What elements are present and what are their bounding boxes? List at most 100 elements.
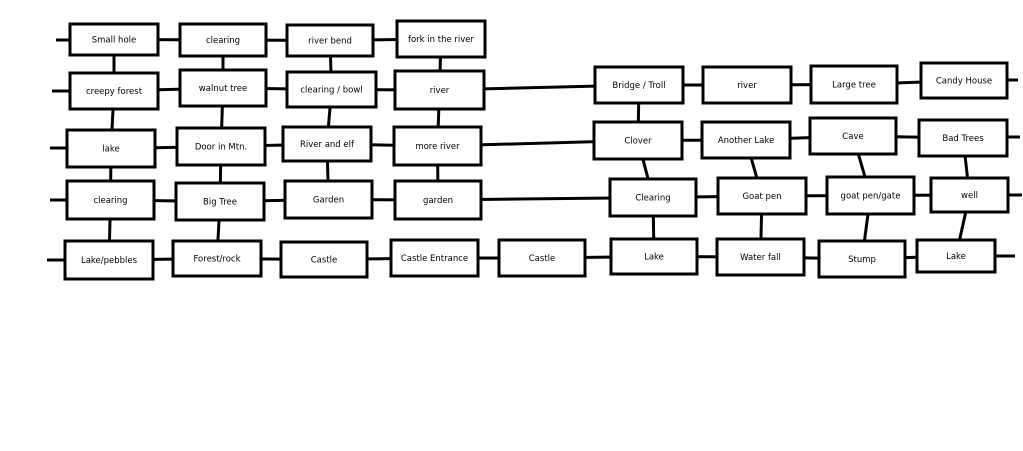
room-node-river-r2b: river	[701, 65, 793, 105]
room-label: Large tree	[832, 81, 876, 91]
room-label: river	[430, 86, 450, 96]
room-box	[700, 120, 792, 160]
room-node-water-fall: Water fall	[715, 237, 806, 277]
room-box	[393, 69, 486, 111]
room-node-clearing-r4: clearing	[65, 179, 156, 221]
room-box	[65, 179, 156, 221]
room-label: Stump	[848, 255, 876, 265]
room-box	[393, 179, 483, 221]
room-label: Clearing	[635, 194, 670, 204]
room-box	[917, 118, 1009, 158]
room-node-garden-cap: Garden	[283, 179, 374, 220]
room-box	[497, 238, 587, 278]
room-node-candy-house: Candy House	[919, 61, 1009, 100]
room-label: Bad Trees	[942, 134, 984, 144]
room-label: Castle Entrance	[401, 254, 468, 264]
room-node-river-bend: river bend	[285, 23, 375, 58]
room-label: river	[737, 81, 757, 91]
room-box	[929, 176, 1010, 214]
room-box	[915, 238, 997, 274]
room-node-lake-pebbles: Lake/pebbles	[63, 239, 155, 281]
room-label: garden	[423, 196, 453, 206]
room-nodes: Small hole clearing river bend fork in the …	[63, 19, 1010, 281]
room-box	[389, 238, 480, 278]
room-box	[68, 71, 160, 111]
room-node-forest-rock: Forest/rock	[171, 239, 263, 278]
room-label: well	[961, 191, 978, 201]
room-node-fork-in-river: fork in the river	[395, 19, 487, 59]
room-box	[395, 19, 487, 59]
room-box	[279, 240, 369, 279]
room-node-large-tree: Large tree	[809, 64, 899, 105]
room-box	[701, 65, 793, 105]
room-node-door-in-mtn: Door in Mtn.	[175, 126, 267, 167]
room-label: clearing / bowl	[300, 86, 362, 96]
room-box	[171, 239, 263, 278]
room-label: Lake/pebbles	[81, 256, 138, 266]
room-box	[817, 239, 907, 279]
room-label: Goat pen	[742, 192, 781, 202]
room-node-castle-1: Castle	[279, 240, 369, 279]
room-box	[608, 177, 698, 218]
room-node-clearing-r1: clearing	[178, 22, 268, 58]
room-label: creepy forest	[86, 87, 143, 97]
room-label: Candy House	[936, 77, 992, 87]
room-box	[593, 65, 685, 105]
room-label: clearing	[206, 36, 240, 46]
room-node-small-hole: Small hole	[68, 22, 160, 57]
room-node-well: well	[929, 176, 1010, 214]
room-node-goat-pen-gate: goat pen/gate	[825, 175, 916, 216]
room-node-lake-r3: lake	[65, 128, 157, 169]
room-box	[825, 175, 916, 216]
room-box	[283, 179, 374, 220]
room-box	[919, 61, 1009, 100]
room-label: Clover	[624, 137, 652, 147]
room-node-more-river: more river	[392, 125, 483, 167]
room-label: goat pen/gate	[841, 192, 901, 202]
room-node-clover: Clover	[592, 120, 684, 161]
room-label: Bridge / Troll	[612, 81, 665, 91]
room-node-bad-trees: Bad Trees	[917, 118, 1009, 158]
room-node-clearing-bowl: clearing / bowl	[285, 70, 378, 109]
room-box	[175, 126, 267, 167]
room-box	[592, 120, 684, 161]
room-box	[809, 64, 899, 105]
room-label: Forest/rock	[193, 255, 240, 265]
room-node-creepy-forest: creepy forest	[68, 71, 160, 111]
room-box	[285, 70, 378, 109]
room-label: walnut tree	[199, 84, 247, 94]
room-box	[178, 68, 268, 108]
room-box	[63, 239, 155, 281]
room-box	[281, 125, 373, 163]
room-box	[716, 176, 808, 216]
room-label: Castle	[529, 254, 556, 264]
room-node-lake-r5a: Lake	[609, 237, 699, 276]
exit-stubs	[47, 38, 1022, 262]
room-box	[65, 128, 157, 169]
room-box	[174, 181, 266, 222]
room-node-castle-2: Castle	[497, 238, 587, 278]
room-label: Door in Mtn.	[195, 143, 247, 153]
room-label: more river	[415, 142, 460, 152]
room-box	[68, 22, 160, 57]
room-box	[609, 237, 699, 276]
room-label: Small hole	[92, 36, 137, 46]
room-node-castle-entrance: Castle Entrance	[389, 238, 480, 278]
room-node-lake-r5b: Lake	[915, 238, 997, 274]
room-node-stump: Stump	[817, 239, 907, 279]
room-node-garden-low: garden	[393, 179, 483, 221]
room-label: fork in the river	[408, 35, 475, 45]
room-label: Another Lake	[718, 136, 774, 146]
room-node-walnut-tree: walnut tree	[178, 68, 268, 108]
room-node-river-and-elf: River and elf	[281, 125, 373, 163]
room-label: clearing	[93, 196, 127, 206]
room-box	[808, 116, 898, 156]
room-label: Garden	[313, 196, 344, 206]
room-label: Castle	[311, 256, 338, 266]
room-node-river-r2: river	[393, 69, 486, 111]
room-label: Water fall	[740, 253, 781, 263]
room-node-bridge-troll: Bridge / Troll	[593, 65, 685, 105]
room-label: Cave	[842, 132, 863, 142]
room-node-goat-pen: Goat pen	[716, 176, 808, 216]
